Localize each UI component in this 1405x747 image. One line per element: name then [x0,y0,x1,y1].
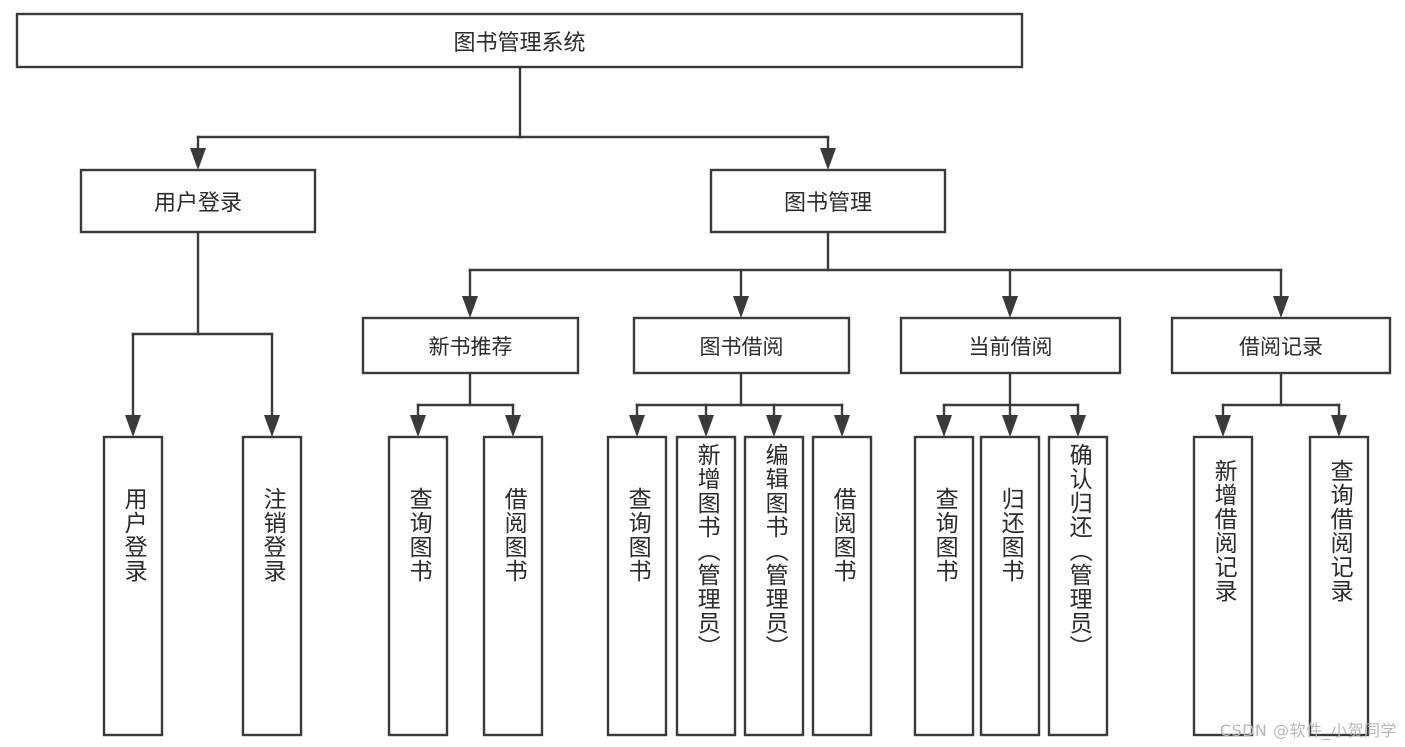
arrow-icon-leaf-logout [264,415,280,437]
arrow-icon-leaf-confirm-return [1070,415,1086,437]
arrow-icon-to-user-login [190,148,206,170]
connector-borrowrecord-to-leaves [1215,371,1347,437]
leaf-box-logout[interactable] [241,435,303,737]
node-box-current-borrow[interactable] [899,316,1122,375]
leaf-box-user-login[interactable] [102,435,164,737]
arrow-icon-to-borrow-record [1273,296,1289,318]
node-box-new-book-recommend[interactable] [361,316,580,375]
leaf-box-add-borrow-record[interactable] [1192,435,1254,737]
leaf-box-query-book-1[interactable] [387,435,449,737]
arrow-icon-leaf-user-login [125,415,141,437]
arrow-icon-to-new-book-recommend [462,296,478,318]
node-box-user-login[interactable] [79,168,317,234]
connector-userlogin-to-leaves [125,230,280,437]
arrow-icon-to-book-management [820,148,836,170]
arrow-icon-leaf-edit-book [766,415,782,437]
node-box-root[interactable] [15,12,1024,69]
watermark-text: CSDN @软件_小贺同学 [1219,721,1397,740]
arrow-icon-leaf-query-record [1331,415,1347,437]
leaf-box-query-book-2[interactable] [606,435,668,737]
arrow-icon-leaf-add-book [698,415,714,437]
leaf-box-confirm-return-admin[interactable] [1047,435,1109,737]
node-box-book-borrow[interactable] [632,316,851,375]
node-box-book-management[interactable] [709,168,947,234]
arrow-icon-to-current-borrow [1002,296,1018,318]
leaf-box-borrow-book-1[interactable] [482,435,544,737]
arrow-icon-leaf-query-book-3 [936,415,952,437]
arrow-icon-leaf-borrow-book-2 [834,415,850,437]
connector-root-to-level2 [190,65,836,170]
leaf-box-borrow-book-2[interactable] [811,435,873,737]
connector-bookmgmt-to-level3 [462,230,1289,318]
arrow-icon-leaf-borrow-book-1 [505,415,521,437]
connector-bookborrow-to-leaves [629,371,850,437]
leaf-box-query-borrow-record[interactable] [1308,435,1370,737]
arrow-icon-leaf-return-book [1002,415,1018,437]
arrow-icon-leaf-query-book-2 [629,415,645,437]
leaf-box-add-book-admin[interactable] [675,435,737,737]
connector-currentborrow-to-leaves [936,371,1086,437]
leaf-box-return-book[interactable] [979,435,1041,737]
node-box-borrow-record[interactable] [1170,316,1392,375]
arrow-icon-leaf-query-book-1 [410,415,426,437]
leaf-box-edit-book-admin[interactable] [743,435,805,737]
leaf-box-query-book-3[interactable] [913,435,975,737]
arrow-icon-leaf-add-record [1215,415,1231,437]
connector-newbook-to-leaves [410,371,521,437]
arrow-icon-to-book-borrow [733,296,749,318]
